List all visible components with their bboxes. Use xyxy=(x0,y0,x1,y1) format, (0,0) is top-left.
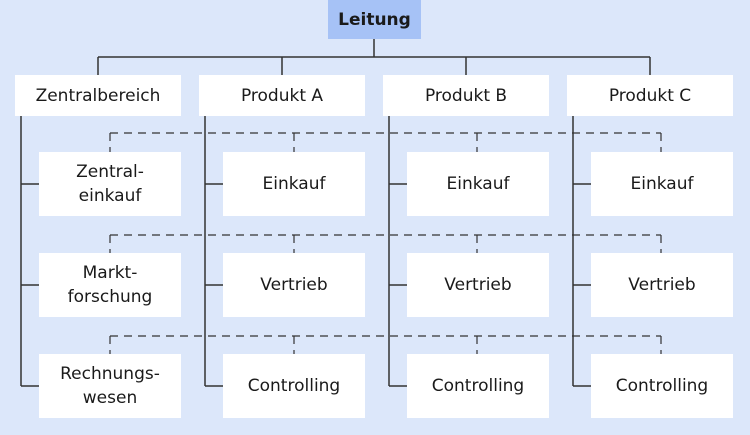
unit-label: Einkauf xyxy=(262,174,326,194)
division-produkt-a: Produkt A xyxy=(199,75,365,116)
unit-label: Einkauf xyxy=(630,174,694,194)
unit-label: Einkauf xyxy=(446,174,510,194)
unit-label: Zentral- einkauf xyxy=(76,162,144,206)
division-zentralbereich: Zentralbereich xyxy=(15,75,181,116)
unit-label: Controlling xyxy=(615,376,709,396)
unit-einkauf-b: Einkauf xyxy=(407,152,549,216)
unit-label: Markt- forschung xyxy=(67,263,153,307)
unit-label: Vertrieb xyxy=(628,275,696,295)
division-label: Produkt C xyxy=(608,85,692,106)
unit-einkauf-a: Einkauf xyxy=(223,152,365,216)
division-label: Zentralbereich xyxy=(35,85,161,106)
division-label: Produkt A xyxy=(240,85,324,106)
unit-label: Controlling xyxy=(431,376,525,396)
division-label: Produkt B xyxy=(424,85,508,106)
unit-marktforschung: Markt- forschung xyxy=(39,253,181,317)
unit-label: Rechnungs- wesen xyxy=(60,364,160,408)
unit-label: Controlling xyxy=(247,376,341,396)
unit-vertrieb-b: Vertrieb xyxy=(407,253,549,317)
unit-vertrieb-c: Vertrieb xyxy=(591,253,733,317)
unit-label: Vertrieb xyxy=(260,275,328,295)
unit-vertrieb-a: Vertrieb xyxy=(223,253,365,317)
unit-controlling-b: Controlling xyxy=(407,354,549,418)
unit-rechnungswesen: Rechnungs- wesen xyxy=(39,354,181,418)
unit-controlling-c: Controlling xyxy=(591,354,733,418)
division-produkt-c: Produkt C xyxy=(567,75,733,116)
root-node: Leitung xyxy=(328,0,421,39)
division-produkt-b: Produkt B xyxy=(383,75,549,116)
unit-controlling-a: Controlling xyxy=(223,354,365,418)
unit-zentraleinkauf: Zentral- einkauf xyxy=(39,152,181,216)
unit-einkauf-c: Einkauf xyxy=(591,152,733,216)
unit-label: Vertrieb xyxy=(444,275,512,295)
root-label: Leitung xyxy=(338,9,411,30)
